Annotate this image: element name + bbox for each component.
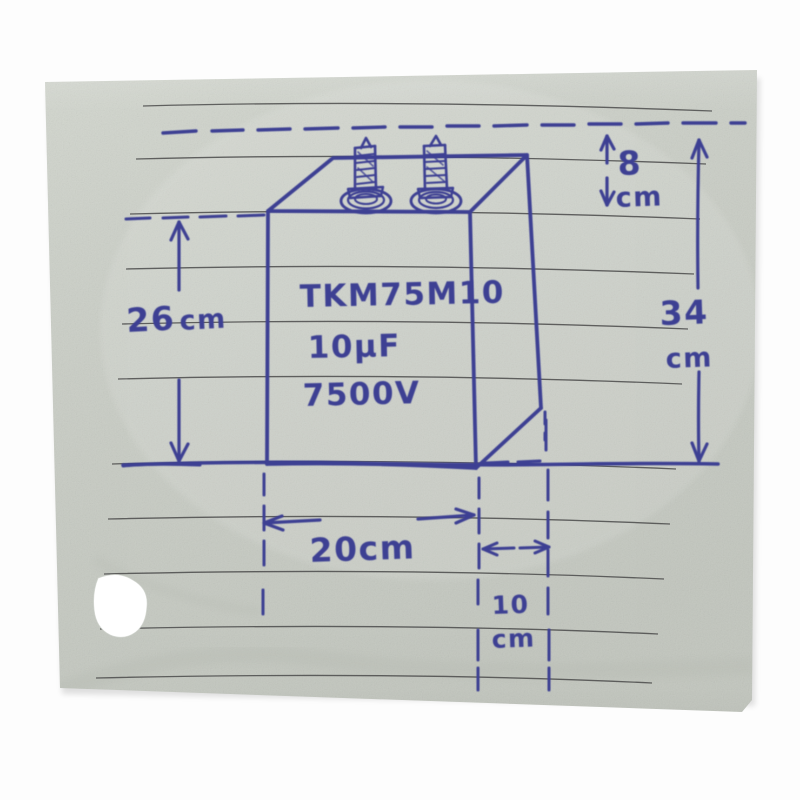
box-front-bottom-edge — [265, 461, 478, 470]
top-reference-dashed-line — [161, 121, 747, 135]
label-dim-20: 20cm — [309, 527, 416, 570]
paper-highlight — [100, 80, 757, 580]
label-dim-8: 8 — [617, 143, 643, 183]
handwriting-layer: TKM75M10 10µF 7500V 26 cm 8 cm 34 cm 20c… — [125, 143, 713, 654]
label-model: TKM75M10 — [299, 275, 505, 315]
box-bottom-right-receding-edge — [474, 406, 543, 470]
box-back-right-edge — [525, 153, 543, 410]
label-dim-8-unit: cm — [615, 181, 663, 214]
box-front-right-edge — [468, 210, 478, 470]
label-dim-34-unit: cm — [665, 342, 713, 375]
paper-ruled-lines — [95, 102, 713, 684]
label-voltage: 7500V — [302, 375, 421, 414]
base-extension-left-dashes — [124, 213, 266, 221]
hidden-edge-dashes — [484, 459, 542, 465]
box-front-left-edge — [265, 209, 270, 466]
label-dim-26-unit: cm — [179, 304, 228, 337]
capacitor-body-box — [265, 153, 543, 470]
paper-crease — [57, 646, 753, 698]
box-top-face — [266, 153, 529, 214]
label-dim-10-unit: cm — [491, 623, 536, 654]
terminal-bolt-left — [339, 136, 393, 215]
dimension-26cm-arrow — [121, 220, 202, 468]
label-capacitance: 10µF — [307, 328, 401, 366]
dimension-10cm-arrow-marks — [481, 539, 551, 557]
extension-lines-dashed — [261, 410, 551, 692]
dimension-8cm-arrow — [599, 134, 616, 207]
white-sticker — [93, 574, 148, 638]
terminal-bolt-right — [409, 134, 463, 215]
label-dim-34: 34 — [659, 292, 709, 333]
dimension-34cm-arrow — [690, 138, 709, 463]
dimension-20cm-arrow — [262, 507, 476, 532]
label-dim-10: 10 — [491, 590, 530, 620]
label-dim-26: 26 — [125, 298, 176, 340]
paper-crease-2 — [92, 555, 261, 617]
